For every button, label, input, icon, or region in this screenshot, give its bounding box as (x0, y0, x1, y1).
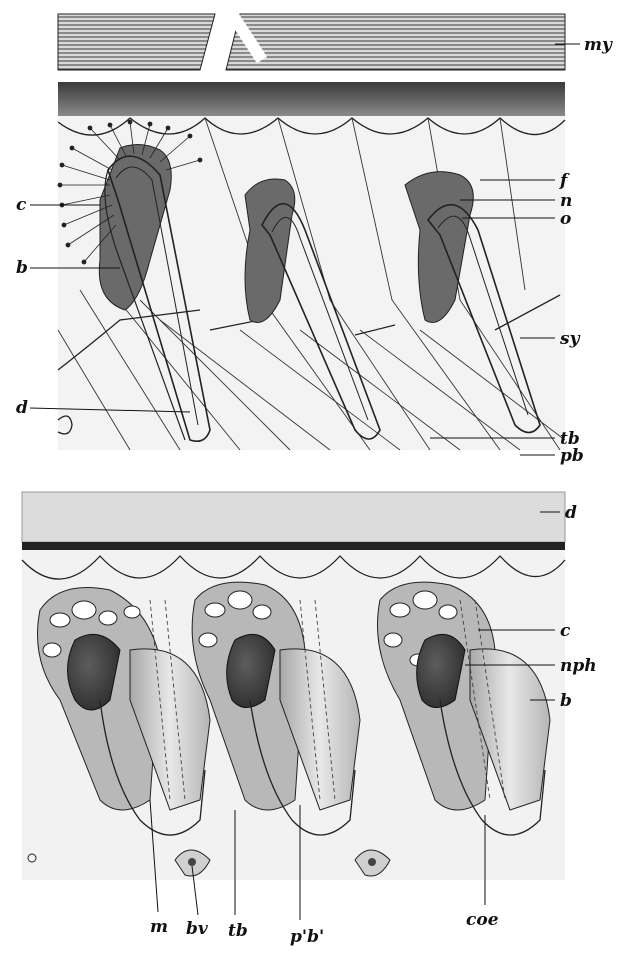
label-tb-lower: tb (228, 921, 248, 941)
label-pb-lower: p'b' (290, 927, 324, 947)
label-bv: bv (186, 919, 209, 939)
label-m: m (150, 917, 168, 937)
label-nph: nph (560, 656, 597, 676)
label-c-upper: c (16, 195, 27, 215)
label-coe: coe (466, 910, 499, 930)
muscle-layer (58, 8, 565, 70)
label-b-upper: b (16, 258, 28, 278)
label-d-lower: d (565, 503, 577, 523)
label-my: my (584, 35, 613, 55)
label-sy: sy (559, 329, 581, 349)
label-n: n (560, 191, 572, 211)
body-wall-band (58, 82, 565, 116)
upper-panel: my c b d f n o sy tb pb (16, 8, 613, 466)
label-pb-upper: pb (560, 446, 584, 466)
lower-panel: d c nph b m bv tb p'b' coe (22, 492, 597, 947)
label-d-upper: d (16, 398, 28, 418)
label-o: o (560, 209, 571, 229)
label-b-lower: b (560, 691, 572, 711)
label-c-lower: c (560, 621, 571, 641)
label-f: f (559, 171, 570, 191)
dermal-layer (22, 492, 565, 542)
